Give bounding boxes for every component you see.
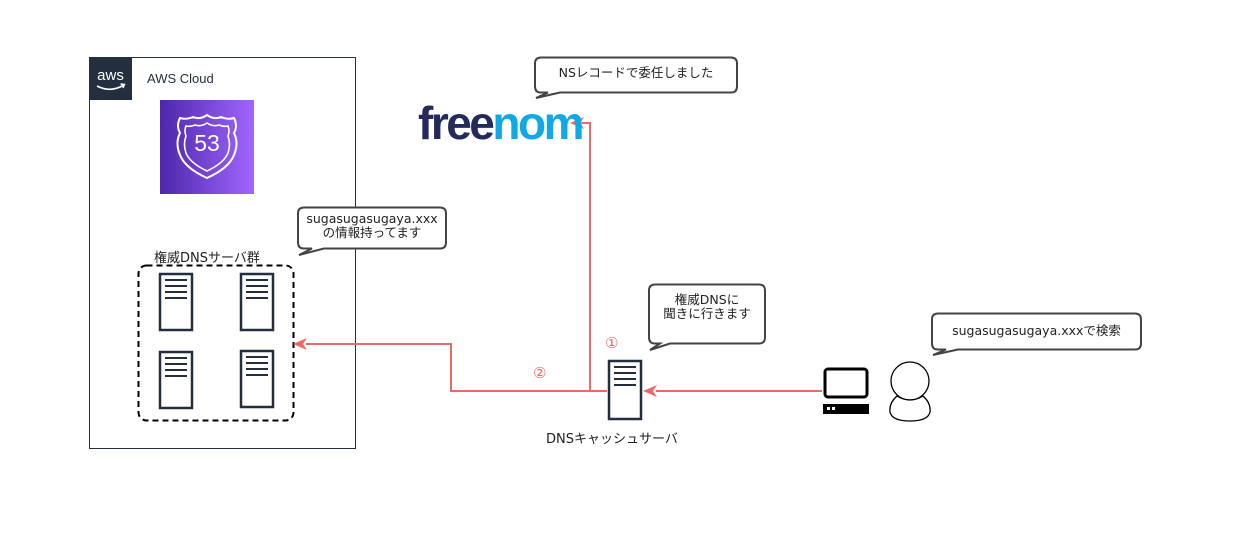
aws-cloud-group — [89, 57, 356, 449]
callout-cache — [648, 283, 766, 351]
dns-cache-server-icon — [607, 359, 643, 421]
callout-freenom — [534, 56, 738, 99]
step-2-marker: ② — [533, 364, 547, 382]
route53-number: 53 — [194, 130, 220, 156]
callout-user-text: sugasugasugaya.xxxで検索 — [952, 323, 1121, 338]
callout-authoritative-line1: sugasugasugaya.xxx — [306, 211, 438, 226]
authoritative-dns-group — [137, 264, 295, 422]
callout-authoritative-text: sugasugasugaya.xxx の情報持ってます — [298, 212, 446, 240]
arrow-client-to-cache — [643, 385, 822, 397]
arrow-cache-to-freenom — [570, 117, 607, 392]
aws-cloud-label: AWS Cloud — [147, 71, 214, 86]
callout-freenom-text: NSレコードで委任しました — [558, 65, 714, 80]
client-computer-icon — [823, 367, 869, 414]
callout-authoritative — [297, 206, 447, 256]
authoritative-group-label: 権威DNSサーバ群 — [154, 251, 260, 266]
route53-icon — [160, 100, 254, 194]
cache-server-label: DNSキャッシュサーバ — [546, 432, 678, 447]
freenom-logo: freenom — [418, 97, 584, 149]
freenom-logo-part2: nom — [492, 97, 584, 149]
step-1-marker: ① — [605, 334, 619, 352]
callout-cache-text: 権威DNSに 聞きに行きます — [649, 293, 765, 321]
callout-user — [931, 312, 1142, 356]
aws-logo-icon: aws — [89, 57, 132, 100]
callout-cache-line1: 権威DNSに — [674, 292, 740, 307]
authoritative-server-icon — [158, 350, 194, 410]
authoritative-server-icon — [239, 349, 275, 409]
user-icon — [889, 361, 931, 422]
callout-authoritative-line2: の情報持ってます — [322, 225, 422, 240]
arrow-cache-to-authoritative — [293, 338, 607, 392]
svg-text:aws: aws — [97, 67, 124, 84]
authoritative-server-icon — [158, 272, 194, 332]
callout-cache-line2: 聞きに行きます — [663, 306, 751, 321]
freenom-logo-part1: free — [418, 97, 495, 149]
authoritative-server-icon — [239, 272, 275, 332]
